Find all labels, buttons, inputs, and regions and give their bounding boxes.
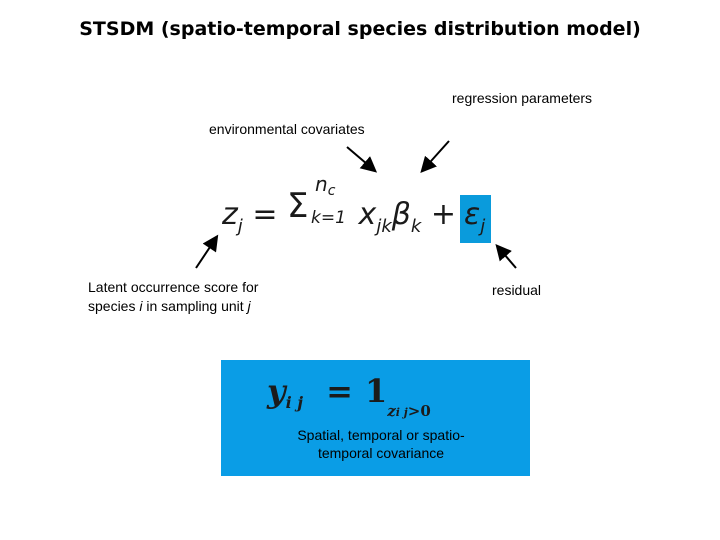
epsilon-symbol: ε <box>464 197 481 232</box>
slide-title: STSDM (spatio-temporal species distribut… <box>79 18 641 40</box>
equals-sign: = <box>252 197 278 232</box>
environmental-covariates-label: environmental covariates <box>209 121 365 137</box>
y-symbol: y <box>267 372 286 410</box>
epsilon-subscript: j <box>480 216 486 237</box>
covariance-label: Spatial, temporal or spatio-temporal cov… <box>297 427 465 461</box>
beta-symbol: β <box>391 197 411 232</box>
indicator-one: 1 <box>364 372 388 410</box>
arrow-to-x <box>346 146 378 173</box>
arrow-to-epsilon <box>495 243 517 269</box>
regression-parameters-label: regression parameters <box>452 90 593 106</box>
summation: Σ nc k=1 <box>287 172 349 228</box>
residual-label: residual <box>492 282 542 298</box>
arrow-to-beta <box>420 140 450 173</box>
beta-subscript: k <box>410 216 422 237</box>
x-subscript: jk <box>376 216 392 237</box>
latent-score-line2: species i in sampling unit j <box>88 298 251 314</box>
latent-score-line1: Latent occurrence score for <box>88 279 259 295</box>
latent-score-label: Latent occurrence score for species i in… <box>88 278 258 316</box>
z-symbol: z <box>222 197 238 232</box>
sum-upper-limit: nc <box>315 172 336 199</box>
sum-lower-limit: k=1 <box>311 208 346 228</box>
y-subscript: i j <box>285 393 304 412</box>
indicator-equals: = <box>326 372 353 410</box>
residual-term-box: εj <box>460 195 492 243</box>
arrow-to-z <box>195 234 219 269</box>
indicator-equation: yi j = 1zi j>0 <box>267 372 431 420</box>
sigma-symbol: Σ <box>287 186 309 226</box>
indicator-condition: zi j>0 <box>387 402 431 420</box>
plus-sign: + <box>430 197 457 232</box>
z-subscript: j <box>237 216 243 237</box>
x-symbol: x <box>358 197 377 232</box>
model-equation: zj = Σ nc k=1 xjkβk +εj <box>222 172 492 243</box>
indicator-equation-box: yi j = 1zi j>0 Spatial, temporal or spati… <box>221 360 530 476</box>
